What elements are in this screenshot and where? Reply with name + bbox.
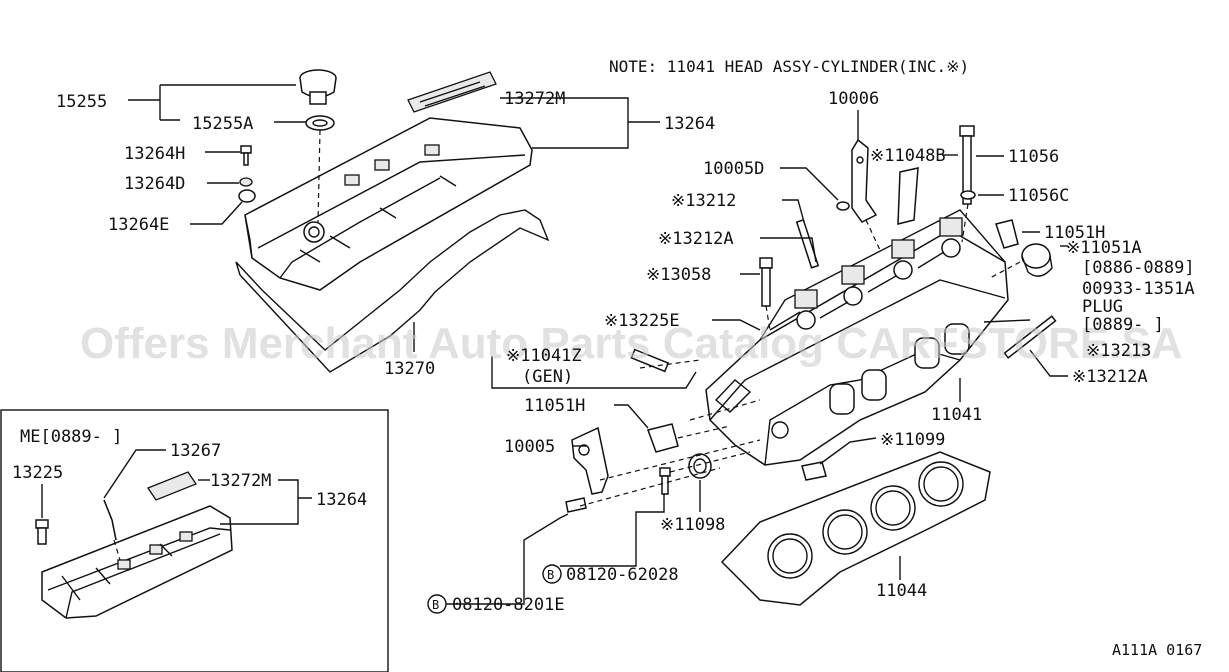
cylinder-head — [705, 209, 1009, 466]
label-13225E: ※13225E — [604, 311, 680, 331]
label-plug: PLUG — [1082, 297, 1123, 317]
label-bolt-08120-8201E: 08120-8201E — [452, 595, 565, 615]
label-13264: 13264 — [664, 114, 715, 134]
label-range-2: [0889- ] — [1082, 315, 1164, 335]
circled-b-2: B — [432, 598, 439, 612]
label-13213: ※13213 — [1086, 341, 1151, 361]
label-15255: 15255 — [56, 92, 107, 112]
filler-cap-seal — [305, 115, 335, 131]
inset-label-13267: 13267 — [170, 441, 221, 461]
label-13264H: 13264H — [124, 144, 185, 164]
label-11041Z: ※11041Z — [506, 346, 582, 366]
label-13264D: 13264D — [124, 174, 185, 194]
label-11051H-right: 11051H — [1044, 223, 1105, 243]
watermark: Offers Merchant Auto Parts Catalog CARFS… — [80, 319, 1183, 368]
inset-label-13272M: 13272M — [210, 471, 271, 491]
label-gen: (GEN) — [522, 367, 573, 387]
label-11056: 11056 — [1008, 147, 1059, 167]
engine-slinger-rear — [851, 138, 878, 223]
head-bolt — [959, 125, 975, 205]
label-11051A: ※11051A — [1066, 238, 1142, 258]
label-11056C: 11056C — [1008, 186, 1069, 206]
inset-title: ME[0889- ] — [20, 427, 122, 447]
label-13270: 13270 — [384, 359, 435, 379]
inset-label-13225: 13225 — [12, 463, 63, 483]
cover-bolt — [238, 145, 256, 203]
label-range-1: [0886-0889] — [1082, 258, 1195, 278]
label-11051H: 11051H — [524, 396, 585, 416]
label-10006: 10006 — [828, 89, 879, 109]
label-10005D: 10005D — [703, 159, 764, 179]
label-13264E: 13264E — [108, 215, 169, 235]
valve-cover — [244, 117, 533, 291]
label-13212: ※13212 — [671, 191, 736, 211]
engine-slinger-front — [571, 426, 609, 495]
label-11044: 11044 — [876, 581, 927, 601]
label-plug-number: 00933-1351A — [1082, 279, 1195, 299]
label-13212A: ※13212A — [658, 229, 734, 249]
head-bolt-short — [759, 257, 773, 307]
label-11048B: ※11048B — [870, 146, 946, 166]
inset-valve-cover — [41, 505, 233, 619]
cylinder-head-gasket — [720, 451, 991, 606]
label-13272M: 13272M — [504, 89, 565, 109]
oil-filler-cap — [299, 69, 337, 105]
label-13212A-right: ※13212A — [1072, 367, 1148, 387]
label-11041: 11041 — [931, 405, 982, 425]
caution-plate — [407, 71, 497, 113]
label-11099: ※11099 — [880, 430, 945, 450]
label-15255A: 15255A — [192, 114, 253, 134]
note-text: NOTE: 11041 HEAD ASSY-CYLINDER(INC.※) — [609, 57, 969, 76]
label-11098: ※11098 — [660, 515, 725, 535]
label-10005: 10005 — [504, 437, 555, 457]
diagram-code: A111A 0167 — [1112, 641, 1202, 659]
inset-label-13264: 13264 — [316, 490, 367, 510]
circled-b-1: B — [547, 568, 554, 582]
label-bolt-08120-62028: 08120-62028 — [566, 565, 679, 585]
rocker-cover-gasket — [235, 209, 550, 373]
label-13058: ※13058 — [646, 265, 711, 285]
inset-frame — [0, 409, 389, 672]
